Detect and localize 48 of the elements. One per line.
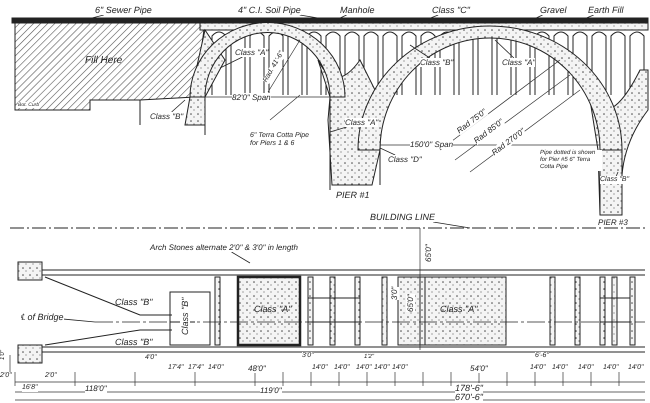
leader-line [171, 100, 186, 112]
callout-label: Arch Stones alternate 2'0" & 3'0" in length [150, 243, 298, 252]
leader-line [380, 148, 396, 156]
callout-label: 6" Sewer Pipe [95, 5, 152, 15]
callout-label: Class "A" [502, 58, 536, 67]
leader-line [494, 40, 514, 58]
callout-label: Earth Fill [588, 5, 624, 15]
leader-line [584, 14, 594, 20]
leader-line [428, 14, 439, 20]
callout-label: Class "A" [345, 118, 378, 127]
leader-line [338, 14, 347, 20]
part-label: PIER #1 [336, 190, 370, 200]
part-label: Class "B" [115, 297, 152, 307]
leader-line [299, 14, 318, 18]
callout-label: Manhole [340, 5, 375, 15]
dimension-text: 150'0" Span [410, 140, 454, 149]
callout-label: Class "B" [150, 112, 184, 121]
part-label: Class "A" [440, 304, 478, 314]
dimension-text: 178'-6" [455, 383, 483, 393]
callout-label: Class "D" [388, 155, 422, 164]
dimension-text: 3'0" [390, 286, 399, 300]
leader-line [534, 14, 543, 20]
callout-label: 4" C.I. Soil Pipe [238, 5, 301, 15]
callout-label: ℄ of Bridge [20, 312, 64, 322]
dimension-text: 670'-6" [455, 392, 483, 402]
callout-label: Class "B" [420, 58, 454, 67]
callout-label: Class "C" [432, 5, 470, 15]
leader-line [220, 56, 243, 68]
part-label: Class "A" [254, 304, 292, 314]
part-label: Class "B" [115, 337, 152, 347]
leader-line [410, 44, 430, 58]
leader-line [432, 222, 470, 228]
leader-line [616, 172, 618, 176]
dimension-text: 119'0" [260, 386, 282, 395]
dimension-text: 65'0" [424, 244, 433, 262]
dimension-text: 54'0" [470, 364, 488, 373]
part-label: PIER #3 [598, 218, 628, 227]
leader-line [63, 318, 96, 322]
dimension-text: 48'0" [248, 364, 266, 373]
callout-label: Class "A" [235, 48, 268, 57]
part-label: Class "B" [180, 298, 190, 335]
leader-line [231, 252, 250, 264]
callout-label: BUILDING LINE [370, 212, 436, 222]
dimension-text: 82'0" Span [232, 93, 271, 102]
leader-line [330, 126, 348, 132]
dimension-text: 118'0" [85, 384, 107, 393]
dimension-text: 65'0" [406, 294, 415, 312]
callout-label: Gravel [540, 5, 567, 15]
